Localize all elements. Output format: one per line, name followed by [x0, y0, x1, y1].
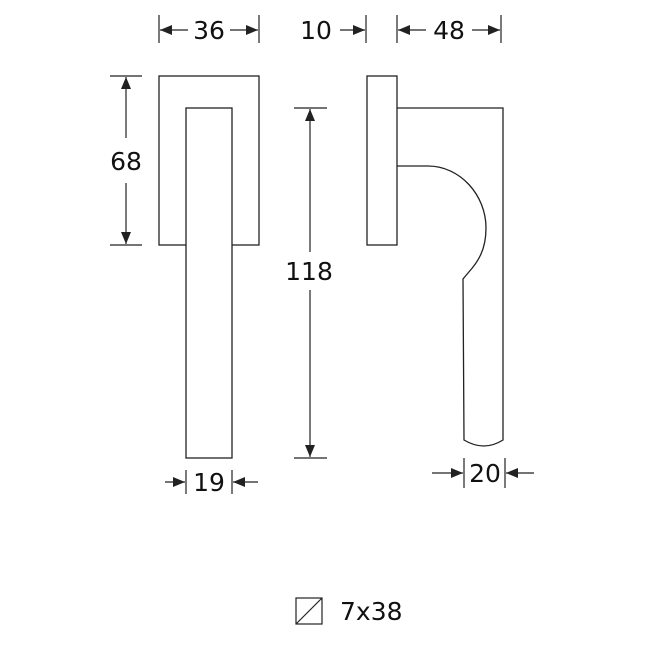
- spindle-spec: 7x38: [295, 597, 403, 626]
- dimension-48: 48: [396, 15, 502, 45]
- dimension-20: 20: [432, 458, 534, 488]
- dimension-19: 19: [165, 468, 258, 497]
- front-view: [158, 75, 260, 459]
- label-68: 68: [110, 147, 142, 176]
- square-spindle-icon: [295, 597, 323, 625]
- label-10: 10: [300, 16, 332, 45]
- dimension-36: 36: [158, 15, 260, 45]
- label-36: 36: [193, 16, 225, 45]
- dimension-10: 10: [300, 15, 367, 45]
- label-48: 48: [433, 16, 465, 45]
- label-20: 20: [469, 459, 501, 488]
- spindle-label: 7x38: [340, 597, 403, 626]
- lever-front: [185, 107, 233, 459]
- dimension-118: 118: [285, 107, 333, 459]
- rose-side: [366, 75, 398, 246]
- side-view: [366, 75, 504, 447]
- lever-side: [397, 107, 504, 447]
- label-19: 19: [193, 468, 225, 497]
- label-118: 118: [285, 257, 333, 286]
- dimension-68: 68: [110, 75, 142, 246]
